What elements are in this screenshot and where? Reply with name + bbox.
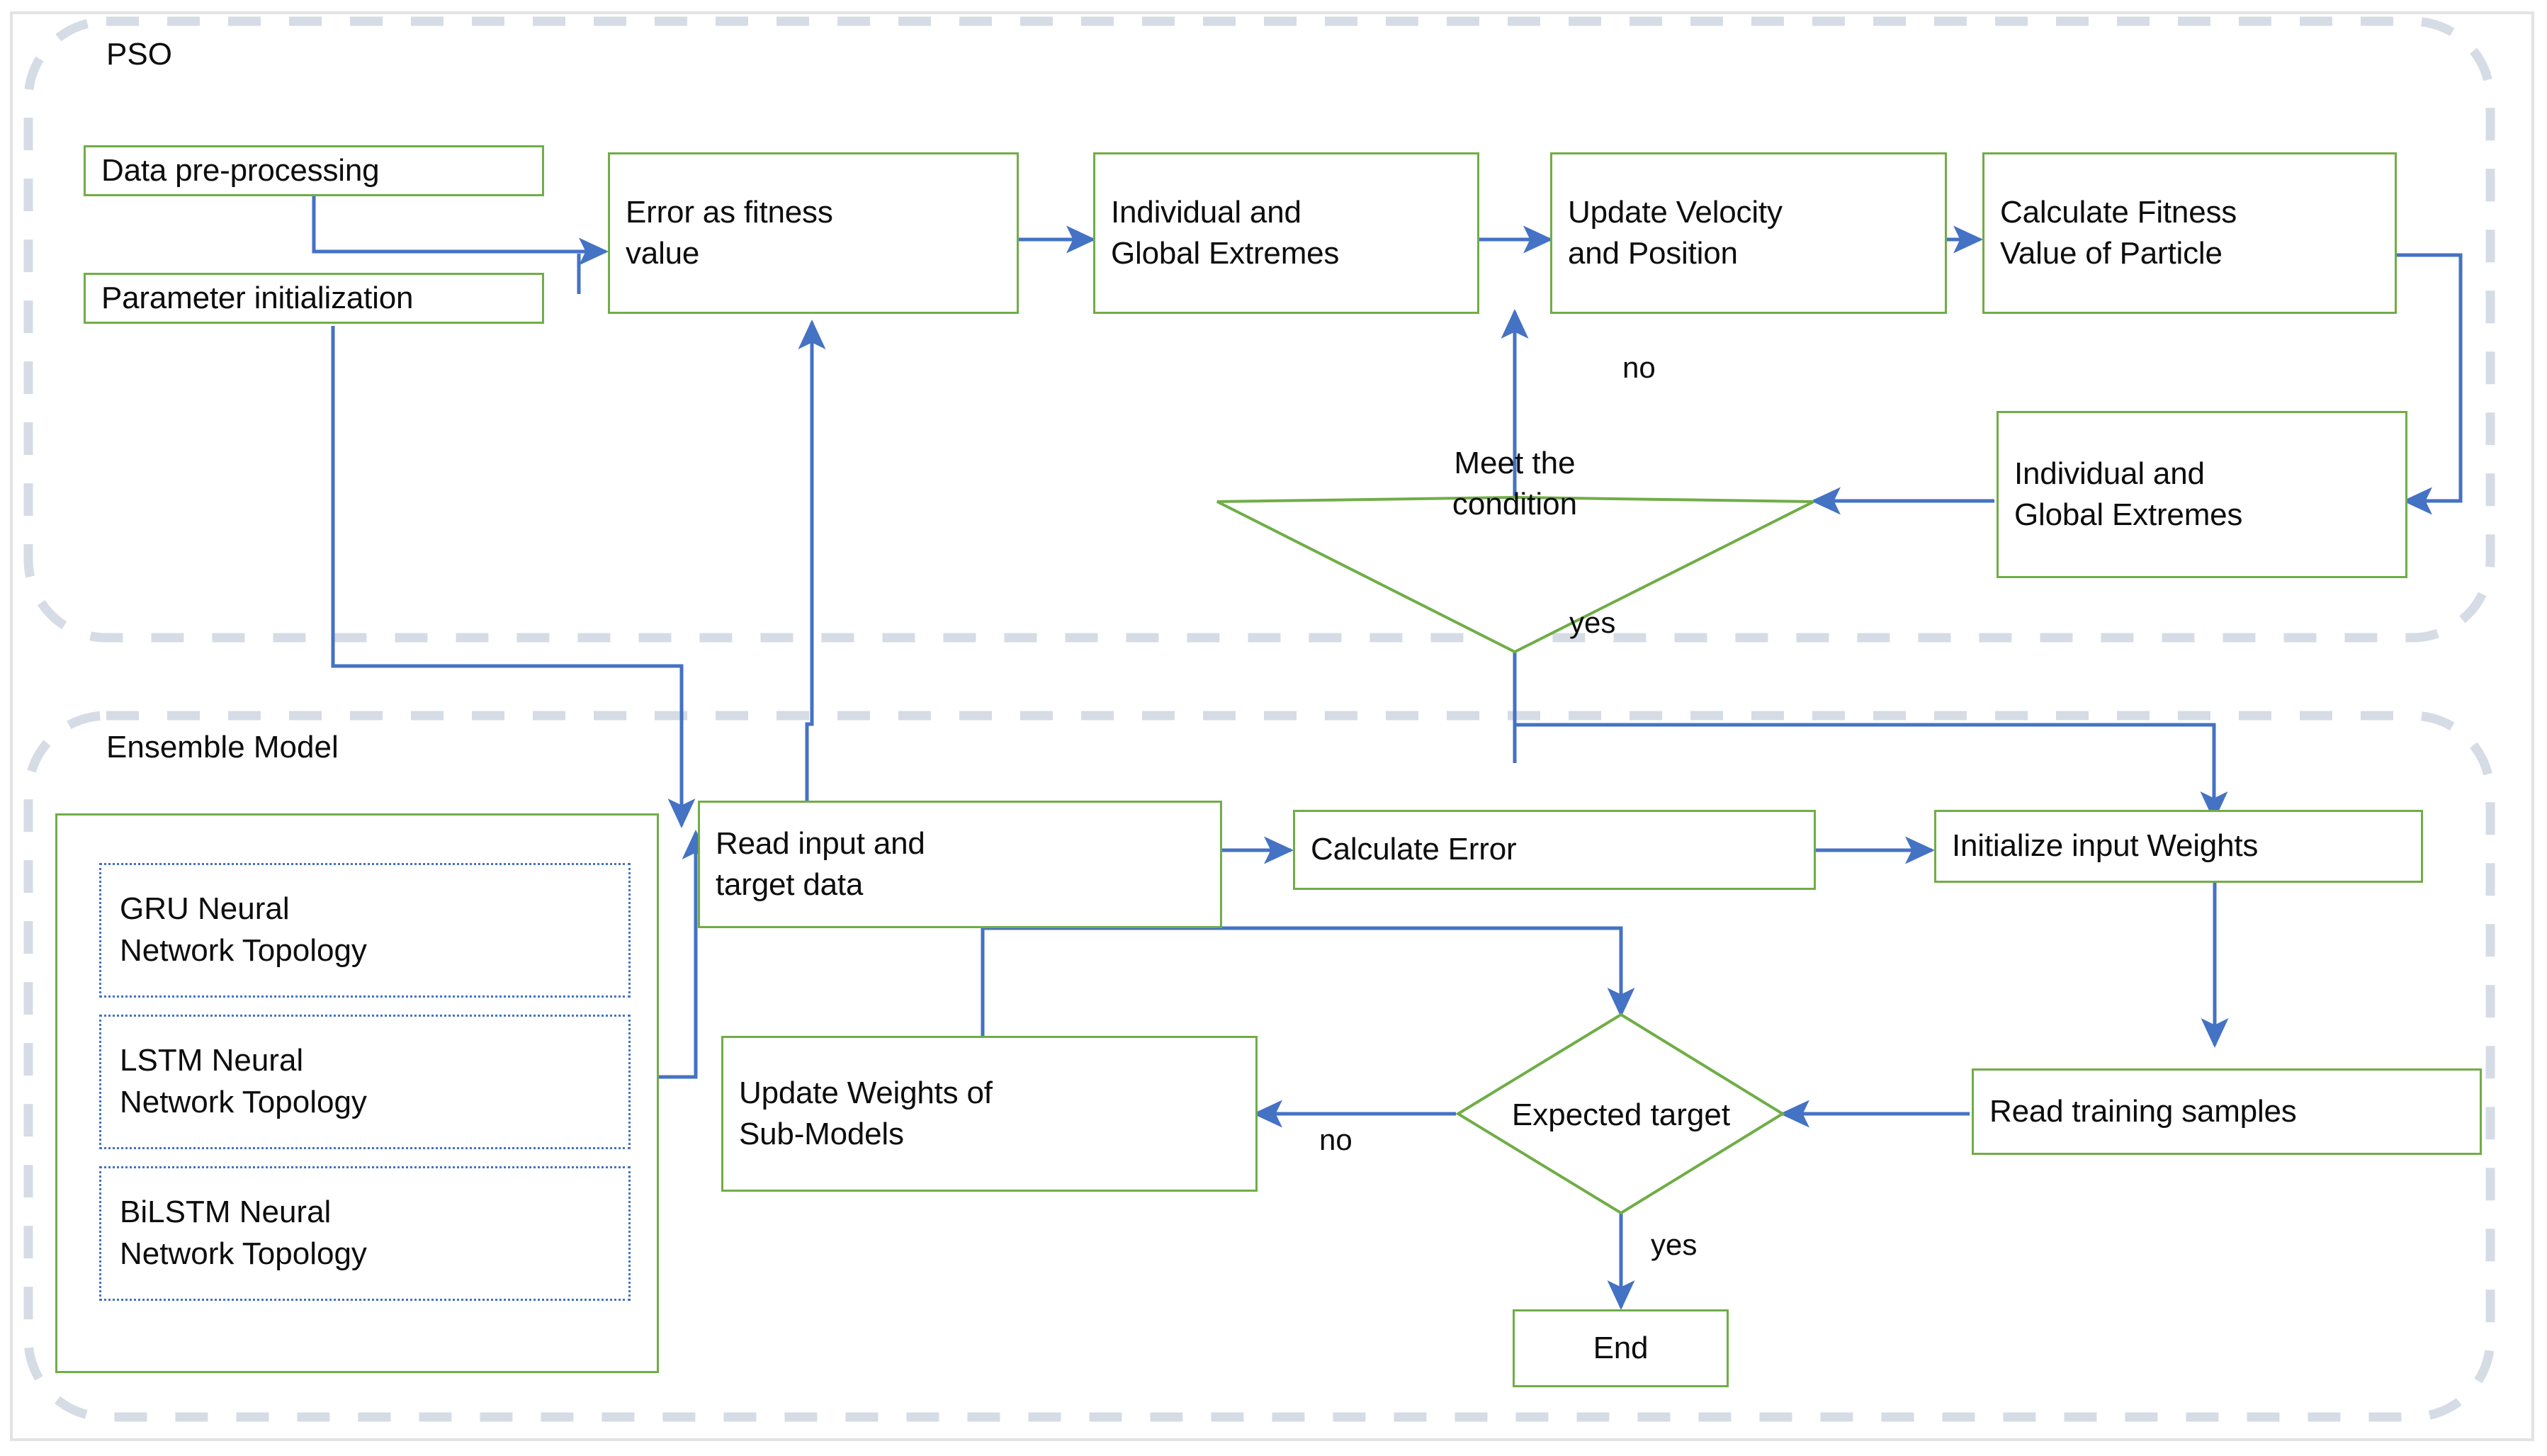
node-update-weights-of-sub-models[interactable]: Update Weights of Sub-Models — [721, 1036, 1258, 1192]
node-gru-neural-network-topology[interactable]: GRU Neural Network Topology — [99, 863, 631, 998]
node-update-velocity-and-position-label: Update Velocity and Position — [1568, 194, 1783, 271]
node-lstm-neural-network-topology-label: LSTM Neural Network Topology — [120, 1043, 367, 1119]
node-update-velocity-and-position[interactable]: Update Velocity and Position — [1550, 152, 1947, 314]
node-initialize-input-weights[interactable]: Initialize input Weights — [1934, 810, 2423, 883]
node-individual-global-extremes-top-label: Individual and Global Extremes — [1111, 194, 1340, 271]
node-calculate-fitness-value-of-particle[interactable]: Calculate Fitness Value of Particle — [1982, 152, 2397, 314]
node-bilstm-neural-network-topology[interactable]: BiLSTM Neural Network Topology — [99, 1166, 631, 1301]
meet-condition-label: Meet the condition — [1452, 446, 1578, 522]
node-calculate-fitness-value-of-particle-label: Calculate Fitness Value of Particle — [2000, 194, 2237, 271]
ensemble-group-label: Ensemble Model — [106, 730, 339, 764]
edge-label-expected-target-no: no — [1319, 1123, 1352, 1156]
node-read-training-samples[interactable]: Read training samples — [1972, 1068, 2482, 1155]
pso-group-label: PSO — [106, 37, 172, 72]
node-individual-global-extremes-right[interactable]: Individual and Global Extremes — [1997, 411, 2407, 578]
edge-label-meet-condition-no: no — [1622, 351, 1656, 384]
expected-target-label: Expected target — [1511, 1097, 1731, 1132]
node-individual-global-extremes-top[interactable]: Individual and Global Extremes — [1093, 152, 1479, 314]
edge-label-expected-target-yes: yes — [1651, 1228, 1698, 1261]
node-individual-global-extremes-right-label: Individual and Global Extremes — [2014, 456, 2243, 532]
node-bilstm-neural-network-topology-label: BiLSTM Neural Network Topology — [120, 1195, 367, 1271]
node-error-as-fitness-value-label: Error as fitness value — [626, 194, 833, 271]
node-calculate-error-label: Calculate Error — [1311, 832, 1517, 867]
node-read-training-samples-label: Read training samples — [1989, 1093, 2297, 1129]
node-end-label: End — [1593, 1330, 1649, 1365]
node-end[interactable]: End — [1513, 1309, 1729, 1387]
node-error-as-fitness-value[interactable]: Error as fitness value — [608, 152, 1019, 314]
node-read-input-and-target-data[interactable]: Read input and target data — [698, 801, 1222, 928]
node-calculate-error[interactable]: Calculate Error — [1293, 810, 1816, 890]
node-data-preprocessing[interactable]: Data pre-processing — [84, 145, 544, 196]
node-data-preprocessing-label: Data pre-processing — [101, 152, 380, 188]
node-read-input-and-target-data-label: Read input and target data — [716, 825, 925, 902]
node-update-weights-of-sub-models-label: Update Weights of Sub-Models — [739, 1075, 993, 1151]
node-parameter-initialization-label: Parameter initialization — [101, 280, 414, 315]
edge-label-meet-condition-yes: yes — [1569, 606, 1616, 639]
node-parameter-initialization[interactable]: Parameter initialization — [84, 273, 544, 324]
node-gru-neural-network-topology-label: GRU Neural Network Topology — [120, 891, 367, 968]
node-lstm-neural-network-topology[interactable]: LSTM Neural Network Topology — [99, 1015, 631, 1149]
node-initialize-input-weights-label: Initialize input Weights — [1952, 828, 2259, 864]
